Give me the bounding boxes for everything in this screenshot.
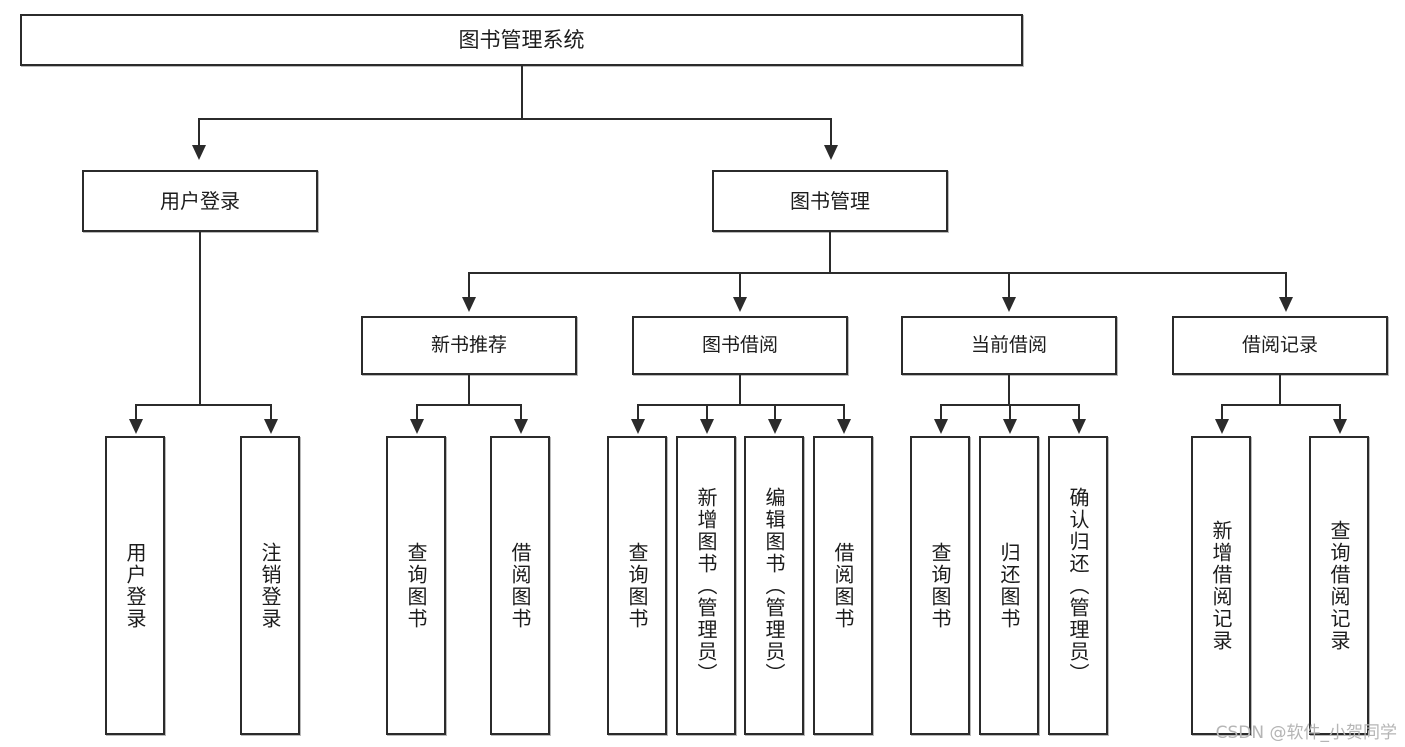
leaf-return-book[interactable]: 归还图书 [979,436,1039,735]
node-label: 借阅图书 [508,541,532,630]
node-current-borrow[interactable]: 当前借阅 [901,316,1117,375]
node-label: 查询图书 [625,541,649,630]
node-book-borrow[interactable]: 图书借阅 [632,316,848,375]
node-label: 新增借阅记录 [1209,519,1233,652]
arrowhead-leaf-user-login [129,419,143,434]
arrowhead-leaf-borrow-book-2 [837,419,851,434]
connector-new-book-branch-1 [416,404,418,421]
node-label: 查询借阅记录 [1327,519,1351,652]
connector-new-book-bar [416,404,521,406]
connector-book-borrow-bar [637,404,844,406]
connector-new-book-branch-2 [520,404,522,421]
node-label: 查询图书 [404,541,428,630]
node-label: 确认归还（管理员） [1066,486,1090,685]
connector-user-login-branch-1 [135,404,137,421]
leaf-query-book-borrow[interactable]: 查询图书 [607,436,667,735]
leaf-user-login[interactable]: 用户登录 [105,436,165,735]
node-label: 编辑图书（管理员） [762,486,786,685]
connector-to-current-borrow [1008,272,1010,299]
connector-to-book-borrow [739,272,741,299]
connector-book-borrow-branch-1 [637,404,639,421]
connector-borrow-record-stem [1279,375,1281,404]
arrowhead-leaf-query-book-3 [934,419,948,434]
connector-borrow-record-branch-2 [1339,404,1341,421]
arrowhead-leaf-query-record [1333,419,1347,434]
connector-borrow-record-bar [1221,404,1340,406]
node-label: 用户登录 [123,541,147,630]
connector-book-borrow-branch-3 [774,404,776,421]
leaf-add-book-admin[interactable]: 新增图书（管理员） [676,436,736,735]
node-label: 借阅图书 [831,541,855,630]
leaf-borrow-book[interactable]: 借阅图书 [813,436,873,735]
arrowhead-leaf-edit-book [768,419,782,434]
connector-book-borrow-branch-2 [706,404,708,421]
node-label: 注销登录 [258,541,282,630]
leaf-confirm-return-admin[interactable]: 确认归还（管理员） [1048,436,1108,735]
connector-current-borrow-branch-1 [940,404,942,421]
node-label: 用户登录 [160,188,240,213]
node-borrow-record[interactable]: 借阅记录 [1172,316,1388,375]
arrowhead-leaf-return-book [1003,419,1017,434]
arrowhead-current-borrow [1002,297,1016,312]
arrowhead-leaf-confirm-return [1072,419,1086,434]
connector-book-mgmt-stem [829,232,831,272]
connector-current-borrow-branch-3 [1078,404,1080,421]
arrowhead-user-login [192,145,206,160]
node-label: 归还图书 [997,541,1021,630]
leaf-query-book-recommend[interactable]: 查询图书 [386,436,446,735]
node-label: 借阅记录 [1241,333,1318,356]
arrowhead-leaf-add-record [1215,419,1229,434]
connector-to-new-book [468,272,470,299]
watermark-text: CSDN @软件_小贺同学 [1215,723,1397,743]
arrowhead-borrow-record [1279,297,1293,312]
connector-book-mgmt-bar [468,272,1286,274]
connector-current-borrow-stem [1008,375,1010,404]
connector-to-borrow-record [1285,272,1287,299]
node-book-management[interactable]: 图书管理 [712,170,948,232]
connector-user-login-stem [199,232,201,404]
connector-book-borrow-branch-4 [843,404,845,421]
arrowhead-book-mgmt [824,145,838,160]
node-label: 新增图书（管理员） [694,486,718,685]
arrowhead-new-book-recommend [462,297,476,312]
leaf-add-borrow-record[interactable]: 新增借阅记录 [1191,436,1251,735]
node-label: 图书管理系统 [458,27,585,52]
connector-root-bar [198,118,832,120]
arrowhead-leaf-query-book-1 [410,419,424,434]
leaf-query-borrow-record[interactable]: 查询借阅记录 [1309,436,1369,735]
arrowhead-leaf-borrow-book-1 [514,419,528,434]
connector-current-borrow-branch-2 [1009,404,1011,421]
arrowhead-leaf-add-book [700,419,714,434]
node-new-book-recommend[interactable]: 新书推荐 [361,316,577,375]
arrowhead-leaf-query-book-2 [631,419,645,434]
connector-user-login-bar [135,404,271,406]
leaf-query-book-current[interactable]: 查询图书 [910,436,970,735]
connector-root-to-user-login [198,118,200,148]
connector-root-stem [521,66,523,118]
leaf-edit-book-admin[interactable]: 编辑图书（管理员） [744,436,804,735]
connector-user-login-branch-2 [270,404,272,421]
node-label: 查询图书 [928,541,952,630]
connector-new-book-stem [468,375,470,404]
leaf-borrow-book-recommend[interactable]: 借阅图书 [490,436,550,735]
node-root-system[interactable]: 图书管理系统 [20,14,1023,66]
node-label: 新书推荐 [430,333,507,356]
node-label: 图书借阅 [701,333,778,356]
arrowhead-book-borrow [733,297,747,312]
connector-book-borrow-stem [739,375,741,404]
arrowhead-leaf-logout [264,419,278,434]
connector-root-to-book-mgmt [830,118,832,148]
node-label: 图书管理 [790,188,870,213]
node-user-login[interactable]: 用户登录 [82,170,318,232]
connector-borrow-record-branch-1 [1221,404,1223,421]
node-label: 当前借阅 [970,333,1047,356]
leaf-logout[interactable]: 注销登录 [240,436,300,735]
